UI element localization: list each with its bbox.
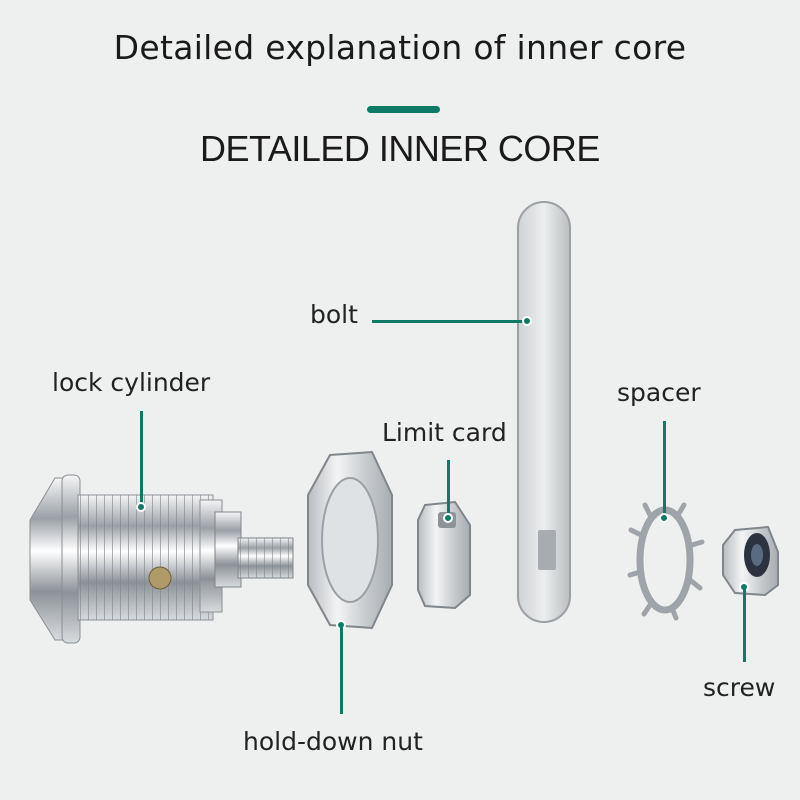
section-subtitle: DETAILED INNER CORE (200, 128, 600, 169)
screw-leader-line (743, 588, 746, 662)
accent-divider (367, 106, 440, 113)
page-title: Detailed explanation of inner core (113, 28, 687, 67)
spacer-leader-line (663, 421, 666, 517)
spacer-label: spacer (617, 378, 701, 407)
screw-label: screw (703, 673, 776, 702)
screw-part (722, 525, 779, 597)
lock-cylinder-marker-dot (136, 502, 146, 512)
limit-card-leader-line (447, 460, 450, 517)
bolt-label: bolt (310, 300, 358, 329)
bolt-part (517, 201, 571, 623)
hold-down-nut-part (307, 450, 393, 630)
spacer-marker-dot (659, 513, 669, 523)
limit-card-label: Limit card (382, 418, 507, 447)
bolt-leader-line (372, 320, 524, 323)
limit-card-part (417, 500, 471, 610)
lock-cylinder-label: lock cylinder (52, 368, 211, 397)
bolt-marker-dot (522, 316, 532, 326)
hold-down-nut-label: hold-down nut (243, 727, 423, 756)
hold-down-nut-leader-line (340, 626, 343, 714)
lock-cylinder-part (29, 474, 294, 644)
lock-cylinder-leader-line (140, 411, 143, 506)
limit-card-marker-dot (443, 513, 453, 523)
